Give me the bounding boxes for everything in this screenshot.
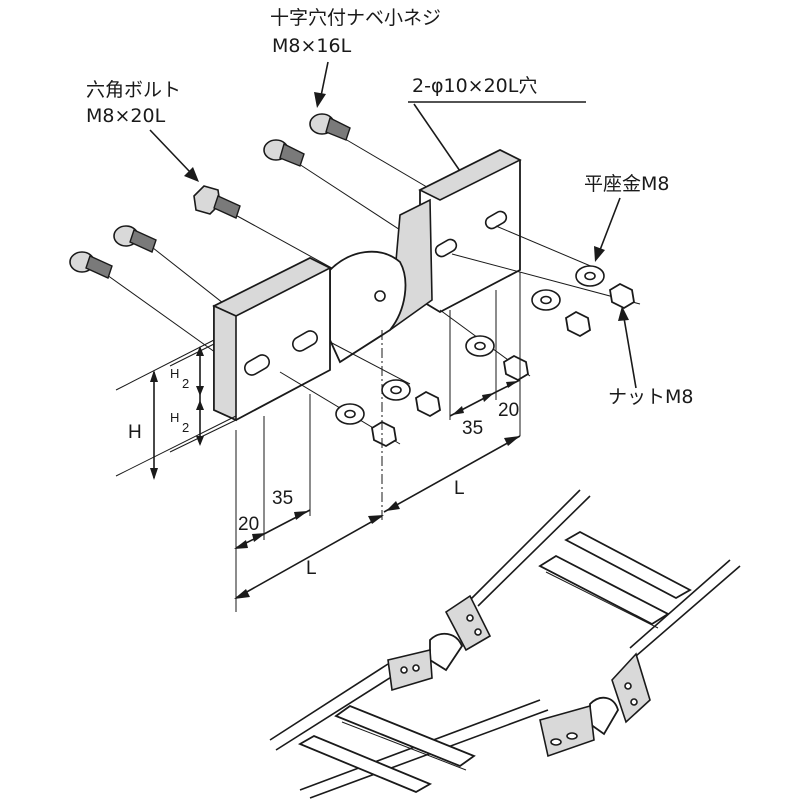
- pan-screw-name-label: 十字穴付ナベ小ネジ: [270, 7, 441, 29]
- pan-screw-upper: [309, 113, 351, 141]
- washers-and-nuts: [279, 225, 641, 448]
- slot-spec-label: 2-φ10×20L穴: [412, 75, 537, 97]
- nut-1: [415, 390, 441, 418]
- nut-5: [609, 282, 635, 310]
- nut-label: ナットM8: [608, 386, 693, 408]
- nut-leader: [618, 306, 637, 389]
- dim-left-35: 35: [272, 488, 293, 509]
- hex-bolt-size-label: M8×20L: [86, 105, 166, 127]
- height-dimension: [115, 339, 237, 480]
- dim-left-20: 20: [238, 514, 259, 535]
- hex-bolt-name-label: 六角ボルト: [86, 79, 181, 101]
- pan-screw-size-label: M8×16L: [272, 35, 352, 57]
- pan-screw-lower-2: [69, 251, 113, 279]
- dim-h: H: [128, 422, 142, 443]
- dim-right-35: 35: [462, 418, 483, 439]
- hex-bolt: [193, 185, 241, 219]
- right-plate-slot-1: [484, 210, 508, 230]
- ladder-joint-plate-upper-left: [444, 594, 492, 652]
- nut-2: [371, 420, 397, 448]
- dim-left-l: L: [306, 558, 317, 579]
- ladder-joint-plate-lower-right: [539, 704, 595, 758]
- cable-ladder-illustration: [269, 489, 741, 799]
- dim-right-l: L: [454, 478, 465, 499]
- ladder-joint-plate-lower-left: [387, 649, 433, 692]
- pan-screw-middle: [263, 139, 305, 167]
- dim-h-half-bot-den: 2: [182, 420, 189, 435]
- right-length-dimension: [383, 272, 521, 513]
- dim-right-20: 20: [498, 400, 519, 421]
- washer-leader: [594, 197, 621, 262]
- nut-4: [565, 310, 591, 338]
- right-plate-slot-2: [434, 238, 458, 258]
- nut-3: [503, 354, 529, 382]
- left-length-dimension: [234, 330, 384, 612]
- dim-h-half-top-num: H: [170, 366, 179, 381]
- washer-label: 平座金M8: [584, 173, 669, 195]
- left-plate-slot-1: [292, 330, 318, 352]
- dim-h-half-top-den: 2: [182, 376, 189, 391]
- dim-h-half-bot-num: H: [170, 410, 179, 425]
- hex-bolt-leader: [149, 129, 199, 182]
- left-joint-plate: [212, 256, 332, 422]
- left-plate-slot-2: [244, 354, 270, 376]
- hinge-link: [329, 198, 433, 364]
- pan-screw-leader: [314, 61, 329, 108]
- right-joint-plate: [418, 148, 522, 314]
- pan-screw-lower-1: [113, 225, 157, 253]
